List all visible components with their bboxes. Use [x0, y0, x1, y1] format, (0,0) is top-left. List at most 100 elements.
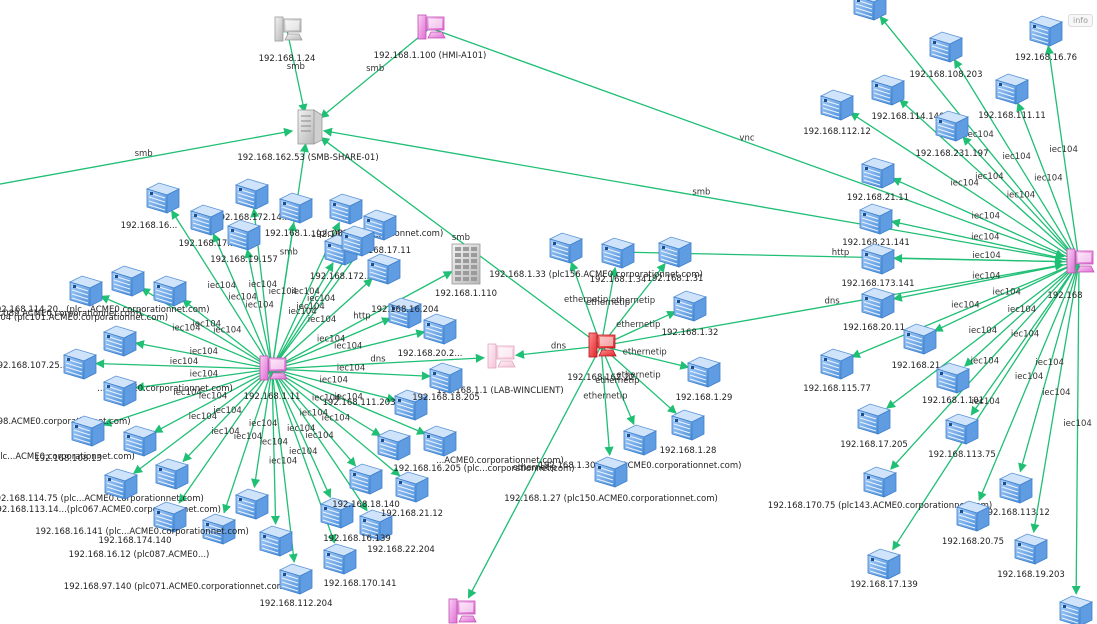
- pc-node-pc24[interactable]: 192.168.1.24: [259, 16, 316, 64]
- plc-node-l4[interactable]: 192.168.19.157: [210, 219, 278, 265]
- plc-node-r21[interactable]: 192.168.17.139: [850, 548, 918, 590]
- plc-node-l35[interactable]: [366, 253, 402, 285]
- plc-node-l32[interactable]: 192.168.18.205: [412, 362, 480, 403]
- plc-node-l3[interactable]: 192.168.17...: [179, 204, 236, 249]
- plc-node-r6[interactable]: 192.168.111.11: [978, 73, 1046, 121]
- plc-node-l2[interactable]: 192.168.172.14...: [214, 178, 290, 223]
- edge-hubL-l19[interactable]: [178, 368, 273, 504]
- edge-hubC-winclient[interactable]: [515, 345, 602, 359]
- plc-node-l34[interactable]: 192.168.16.204: [371, 297, 439, 329]
- plc-node-l27[interactable]: 192.168.18.140: [332, 463, 400, 510]
- edge-hubR-r17[interactable]: [890, 261, 1080, 470]
- edge-hubR-r21[interactable]: [892, 261, 1080, 551]
- edge-hubC-bot[interactable]: [467, 345, 602, 599]
- plc-node-r7[interactable]: 192.168.231.197: [915, 110, 989, 159]
- edge-hubL-l5[interactable]: [271, 221, 297, 370]
- edge-hubR-r1[interactable]: [879, 15, 1080, 263]
- edge-hubL-l1[interactable]: [171, 209, 273, 370]
- plc-node-r8[interactable]: 192.168.21.11: [847, 157, 909, 203]
- edge-hubR-r13[interactable]: [933, 261, 1080, 332]
- plc-node-l17[interactable]: 192.168.114.75 (plc...ACME0.corporationn…: [0, 458, 204, 504]
- edge-hubL-l11[interactable]: [99, 295, 273, 370]
- plc-node-l12[interactable]: 192.168.107.25...: [0, 325, 138, 371]
- edge-hubL-l8[interactable]: [271, 262, 334, 370]
- pc-node-bot[interactable]: [448, 598, 477, 624]
- edge-hubL-l31[interactable]: [271, 368, 427, 435]
- pc-node-winclient[interactable]: 192.168.1.1 (LAB-WINCLIENT): [436, 343, 564, 396]
- edge-hubL-l34[interactable]: [271, 317, 392, 370]
- plc-node-c130[interactable]: 192.168.1.30 (plc...ACME0.corporationnet…: [539, 424, 742, 471]
- plc-node-l16[interactable]: 192.168.108.13: [34, 425, 158, 464]
- plc-node-l36[interactable]: [340, 225, 376, 257]
- plc-node-r2[interactable]: 192.168.108.203: [909, 31, 983, 80]
- plc-node-l24[interactable]: 192.168.170.141: [322, 543, 397, 589]
- plc-node-c133[interactable]: 192.168.1.33 (plc156.ACME0.corporationne…: [489, 232, 703, 280]
- pc-node-hmi[interactable]: 192.168.1.100 (HMI-A101): [374, 14, 487, 61]
- plc-node-l1[interactable]: 192.168.16...: [121, 182, 181, 231]
- plc-node-r11[interactable]: 192.168.20.11...: [843, 287, 913, 333]
- plc-node-c132[interactable]: 192.168.1.32: [662, 290, 719, 338]
- plc-node-r17[interactable]: 192.168.170.75 (plc143.ACME0.corporation…: [768, 466, 992, 511]
- edge-hubC-c129[interactable]: [600, 345, 690, 370]
- plc-node-l25[interactable]: 192.168.22.204: [358, 509, 435, 555]
- edge-hubL-l3[interactable]: [212, 232, 273, 370]
- edge-hubR-r3[interactable]: [1044, 44, 1080, 263]
- edge-hubC-hubR[interactable]: [600, 261, 1065, 347]
- plc-node-l18[interactable]: 192.168.113.14...(plc067.ACME0.corporati…: [0, 468, 221, 515]
- info-button[interactable]: info: [1067, 14, 1093, 27]
- edge-hubR-r10[interactable]: [893, 253, 1080, 264]
- pc-node-hubL[interactable]: 192.168.1.11: [244, 355, 301, 402]
- plc-node-l22[interactable]: 192.168.97.140 (plc071.ACME0.corporation…: [64, 525, 294, 592]
- edge-hubR-r2[interactable]: [953, 58, 1080, 263]
- edge-hubC-c131[interactable]: [600, 262, 666, 347]
- edge-hmi-smbshare[interactable]: [319, 27, 431, 119]
- plc-node-r1[interactable]: [853, 0, 887, 21]
- edge-hubL-l33[interactable]: [271, 329, 426, 370]
- plc-node-r10[interactable]: 192.168.173.141: [841, 243, 915, 289]
- edge-hubR-r12[interactable]: [850, 261, 1080, 358]
- edge-hubL-l18[interactable]: [133, 368, 273, 474]
- server-node-smbshare[interactable]: 192.168.162.53 (SMB-SHARE-01): [237, 109, 379, 163]
- edge-hubL-l14[interactable]: [134, 368, 273, 392]
- plc-node-r5[interactable]: 192.168.112.12: [803, 89, 871, 137]
- edge-hubR-r19[interactable]: [978, 261, 1080, 502]
- plc-node-l11[interactable]: ...140 (plc089.ACME0.corporationnet.com): [0, 275, 142, 319]
- edge-hubR-r4[interactable]: [899, 99, 1080, 263]
- edge-hubL-l32[interactable]: [271, 368, 431, 381]
- edge-hubL-l16[interactable]: [153, 368, 273, 433]
- plc-node-r22[interactable]: [1058, 595, 1094, 624]
- plc-node-r20[interactable]: 192.168.19.203: [997, 533, 1065, 580]
- plc-node-r14[interactable]: 192.168.1.101: [922, 362, 984, 406]
- edge-hubL-l35[interactable]: [271, 278, 373, 370]
- plc-node-r19[interactable]: 192.168.20.75: [942, 500, 1004, 547]
- edge-hubL-l36[interactable]: [271, 252, 350, 370]
- edge-hubL-l20[interactable]: [222, 368, 273, 514]
- plc-node-l14[interactable]: ...140 (plc098.ACME0.corporationnet.com): [0, 375, 138, 427]
- edge-hubL-l12[interactable]: [134, 340, 273, 370]
- plc-node-l29[interactable]: 192.168.16.205 (plc...corporationnet.com…: [376, 429, 575, 474]
- edge-hubL-l9[interactable]: [181, 299, 273, 370]
- pc-node-hubR[interactable]: 192.168: [1047, 248, 1095, 301]
- plc-node-r3[interactable]: 192.168.16.76: [1015, 15, 1077, 63]
- edge-hubR-smbshare[interactable]: [322, 127, 1080, 263]
- plc-node-l31[interactable]: ...ACME0.corporationnet.com): [422, 425, 564, 466]
- edge-hubC-c128[interactable]: [600, 345, 677, 414]
- plc-node-c131[interactable]: 192.168.1.31: [647, 236, 704, 284]
- edge-hubR-r5[interactable]: [849, 112, 1080, 263]
- plc-node-l23[interactable]: 192.168.112.204: [259, 563, 333, 609]
- edge-hubR-r9[interactable]: [890, 218, 1080, 263]
- edge-hubC-c134[interactable]: [600, 266, 619, 347]
- plc-node-r13[interactable]: 192.168.21...: [892, 323, 949, 371]
- edge-hubL-l22[interactable]: [270, 368, 280, 525]
- plc-node-c129[interactable]: 192.168.1.29: [676, 356, 733, 403]
- edge-hubR-r18[interactable]: [1018, 261, 1080, 473]
- plc-node-l10[interactable]: ...174.204 (plc101.ACME0.corporationnet.…: [0, 265, 168, 323]
- edge-hubL-l13[interactable]: [95, 359, 273, 370]
- plc-node-l30[interactable]: 192.168.111.203: [322, 389, 429, 421]
- plc-node-l15[interactable]: 192.168.175.13 (plc...ACME0.corporationn…: [0, 415, 135, 462]
- plc-node-r18[interactable]: 192.168.113.12: [982, 472, 1050, 518]
- plc-node-l6[interactable]: 192.168.17.11: [349, 209, 411, 256]
- edge-hubR-r6[interactable]: [1016, 102, 1080, 263]
- plc-node-l26[interactable]: 192.168.16.139: [319, 497, 391, 544]
